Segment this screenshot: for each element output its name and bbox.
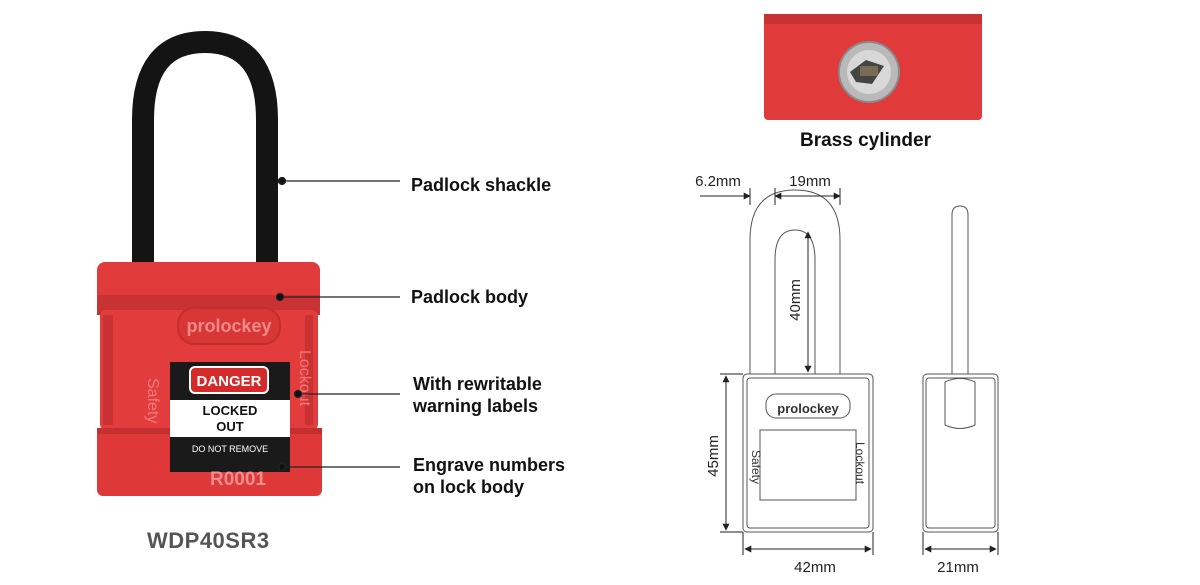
callout-shackle: Padlock shackle: [411, 174, 551, 196]
drawing-body-front: [742, 373, 874, 533]
callout-body: Padlock body: [411, 286, 528, 308]
dim-body-height: 45mm: [705, 435, 722, 477]
callout-labels-line1: With rewritable: [413, 374, 542, 394]
label-out: OUT: [216, 419, 244, 434]
drawing-shackle-front: [749, 189, 841, 374]
callout-body-text: Padlock body: [411, 287, 529, 307]
padlock-photo: prolockey Safety Lockout DANGER LOCKED O…: [97, 30, 400, 496]
drawing-brand: prolockey: [777, 401, 839, 416]
serial-engraving: R0001: [210, 469, 266, 490]
drawing-side-lockout: Lockout: [853, 442, 867, 485]
callout-engrave-line2: on lock body: [413, 477, 525, 497]
drawing-body-side: [922, 373, 999, 533]
drawing-side-safety: Safety: [749, 450, 763, 484]
callout-shackle-text: Padlock shackle: [411, 175, 552, 195]
callout-engrave-line1: Engrave numbers: [413, 455, 566, 475]
dim-shackle-thickness: 6.2mm: [695, 173, 741, 190]
model-number: WDP40SR3: [147, 528, 270, 553]
padlock-shackle: [132, 30, 278, 286]
label-danger: DANGER: [196, 373, 261, 390]
side-text-safety: Safety: [144, 378, 161, 423]
cylinder-caption: Brass cylinder: [800, 130, 931, 151]
dimension-drawing: prolockey Safety Lockout 6.2mm 19mm 40mm…: [695, 173, 999, 576]
dim-body-depth: 21mm: [937, 559, 979, 576]
brand-emboss: prolockey: [186, 316, 271, 336]
label-do-not-remove: DO NOT REMOVE: [192, 444, 268, 454]
cylinder-photo: [764, 14, 982, 120]
dim-clearance: 40mm: [787, 279, 804, 321]
dim-body-width: 42mm: [794, 559, 836, 576]
callout-engrave: Engrave numbers on lock body: [413, 454, 565, 498]
dim-shackle-width: 19mm: [789, 173, 831, 190]
drawing-shackle-side: [951, 205, 969, 374]
callout-labels-line2: warning labels: [413, 396, 539, 416]
callout-labels: With rewritable warning labels: [413, 373, 542, 417]
label-locked: LOCKED: [203, 403, 258, 418]
